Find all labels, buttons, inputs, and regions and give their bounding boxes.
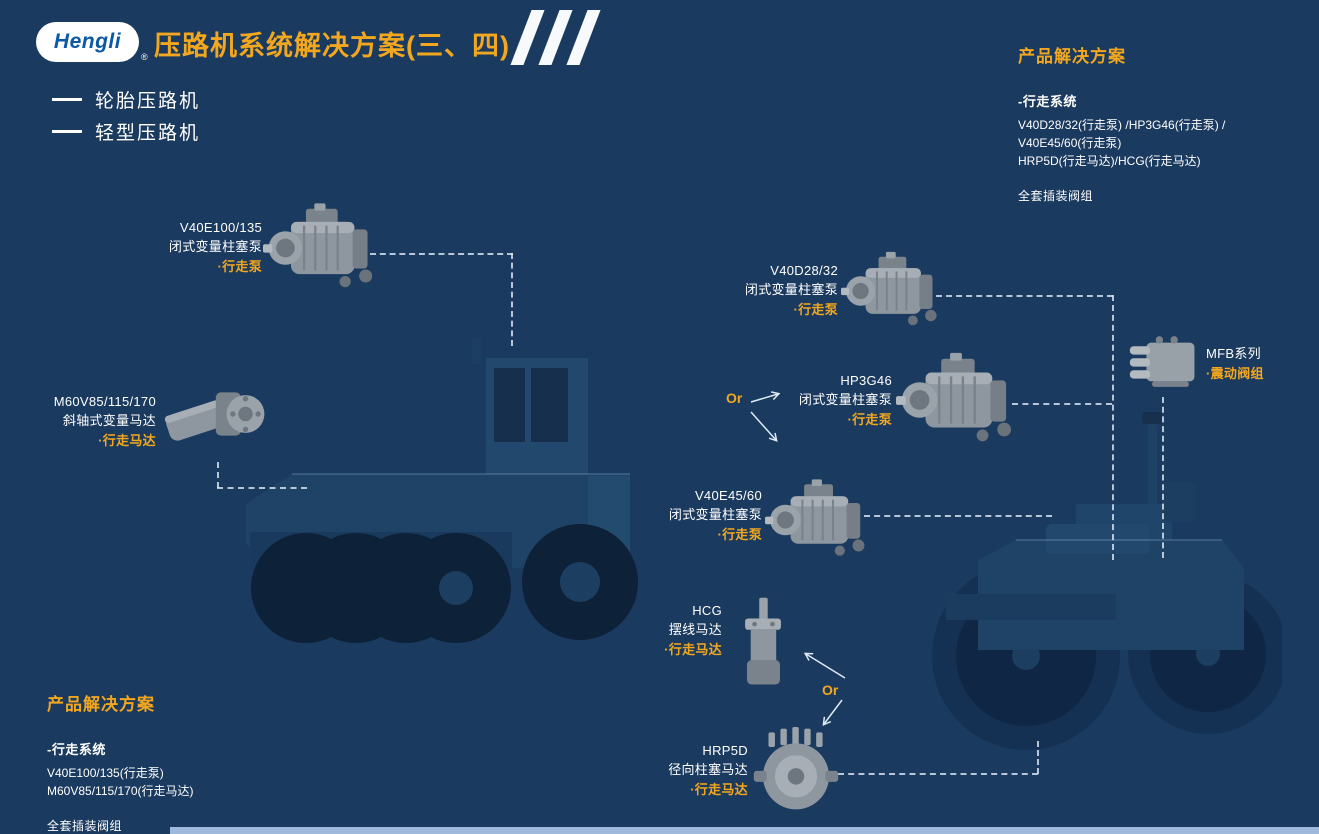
connector-dashed-line <box>1037 741 1039 774</box>
product-name: M60V85/115/170 <box>53 394 156 409</box>
product-desc: 闭式变量柱塞泵 <box>668 507 762 522</box>
light-roller-illustration <box>932 412 1282 750</box>
product-tag: ·行走泵 <box>717 527 762 542</box>
solution-system-label: -行走系统 <box>47 742 106 757</box>
product-desc: 闭式变量柱塞泵 <box>744 282 838 297</box>
product-tag: ·行走泵 <box>793 302 838 317</box>
product-name: V40D28/32 <box>770 263 838 278</box>
product-tag: ·行走马达 <box>664 642 722 657</box>
connector-dashed-line <box>1162 397 1164 558</box>
product-tag: ·行走泵 <box>847 412 892 427</box>
v40e100-pump-image <box>263 203 375 293</box>
solution-block-left: 产品解决方案 -行走系统 V40E100/135(行走泵) M60V85/115… <box>47 690 327 834</box>
connector-dashed-line <box>511 253 513 346</box>
solution-footer: 全套插装阀组 <box>47 819 123 833</box>
solution-title: 产品解决方案 <box>47 695 155 714</box>
or-label-1: Or <box>726 390 743 406</box>
connector-dashed-line <box>864 515 1052 517</box>
tire-roller-illustration <box>246 338 638 643</box>
product-name: V40E45/60 <box>694 488 762 503</box>
or1-arrows <box>750 386 784 448</box>
product-name: HRP5D <box>702 743 748 758</box>
machine-type-label: 轻型压路机 <box>95 123 201 144</box>
solution-footer: 全套插装阀组 <box>1018 189 1094 203</box>
bottom-accent-bar <box>170 827 1319 834</box>
product-name: HCG <box>692 603 722 618</box>
v40d28-label: V40D28/32 闭式变量柱塞泵 ·行走泵 <box>712 261 838 319</box>
hrp5d-label: HRP5D 径向柱塞马达 ·行走马达 <box>628 741 748 799</box>
registered-mark: ® <box>141 52 148 62</box>
product-name: HP3G46 <box>840 373 892 388</box>
product-tag: ·行走马达 <box>690 782 748 797</box>
connector-dashed-line <box>370 253 513 255</box>
mfb-valve-image <box>1128 334 1200 390</box>
product-tag: ·行走马达 <box>98 433 156 448</box>
machine-type-tire-roller: 轮胎压路机 <box>52 86 200 113</box>
m60v85-label: M60V85/115/170 斜轴式变量马达 ·行走马达 <box>20 392 156 450</box>
v40e45-pump-image <box>765 476 867 564</box>
product-desc: 闭式变量柱塞泵 <box>798 392 892 407</box>
solution-line: V40E100/135(行走泵) <box>47 766 164 780</box>
or2-arrows <box>790 646 846 730</box>
hengli-logo-text: Hengli <box>53 30 122 53</box>
connector-dashed-line <box>936 295 1113 297</box>
v40e45-label: V40E45/60 闭式变量柱塞泵 ·行走泵 <box>640 486 762 544</box>
product-desc: 摆线马达 <box>668 622 722 637</box>
connector-dashed-line <box>1112 295 1114 560</box>
product-name: V40E100/135 <box>179 220 262 235</box>
title-stripes-decoration <box>510 10 601 65</box>
product-desc: 径向柱塞马达 <box>668 762 748 777</box>
solution-line: V40D28/32(行走泵) /HP3G46(行走泵) / <box>1018 118 1226 132</box>
v40d28-pump-image <box>841 248 939 334</box>
product-tag: ·行走泵 <box>217 259 262 274</box>
hrp5d-motor-image <box>752 726 840 812</box>
product-desc: 斜轴式变量马达 <box>62 413 156 428</box>
page-title: 压路机系统解决方案(三、四) <box>154 31 510 61</box>
m60v85-motor-image <box>160 366 268 462</box>
solution-line: M60V85/115/170(行走马达) <box>47 784 194 798</box>
product-name: MFB系列 <box>1206 346 1261 361</box>
hp3g46-pump-image <box>896 350 1014 450</box>
mfb-label: MFB系列 ·震动阀组 <box>1206 344 1306 383</box>
connector-dashed-line <box>1012 403 1112 405</box>
solution-title: 产品解决方案 <box>1018 47 1126 66</box>
machine-type-label: 轮胎压路机 <box>95 91 201 112</box>
v40e100-label: V40E100/135 闭式变量柱塞泵 ·行走泵 <box>100 218 262 276</box>
bullet-dash <box>52 98 82 101</box>
product-tag: ·震动阀组 <box>1206 366 1264 381</box>
solution-block-right: 产品解决方案 -行走系统 V40D28/32(行走泵) /HP3G46(行走泵)… <box>1018 42 1298 204</box>
solution-line: V40E45/60(行走泵) <box>1018 136 1122 150</box>
bullet-dash <box>52 130 82 133</box>
product-desc: 闭式变量柱塞泵 <box>168 239 262 254</box>
hcg-label: HCG 摆线马达 ·行走马达 <box>640 601 722 659</box>
hengli-logo: Hengli <box>36 22 139 62</box>
solution-system-label: -行走系统 <box>1018 94 1077 109</box>
solution-line: HRP5D(行走马达)/HCG(行走马达) <box>1018 154 1201 168</box>
hcg-motor-image <box>730 593 796 693</box>
connector-dashed-line <box>217 487 307 489</box>
connector-dashed-line <box>217 462 219 488</box>
machine-type-light-roller: 轻型压路机 <box>52 118 200 145</box>
hp3g46-label: HP3G46 闭式变量柱塞泵 ·行走泵 <box>772 371 892 429</box>
or-label-2: Or <box>822 682 839 698</box>
connector-dashed-line <box>838 773 1038 775</box>
